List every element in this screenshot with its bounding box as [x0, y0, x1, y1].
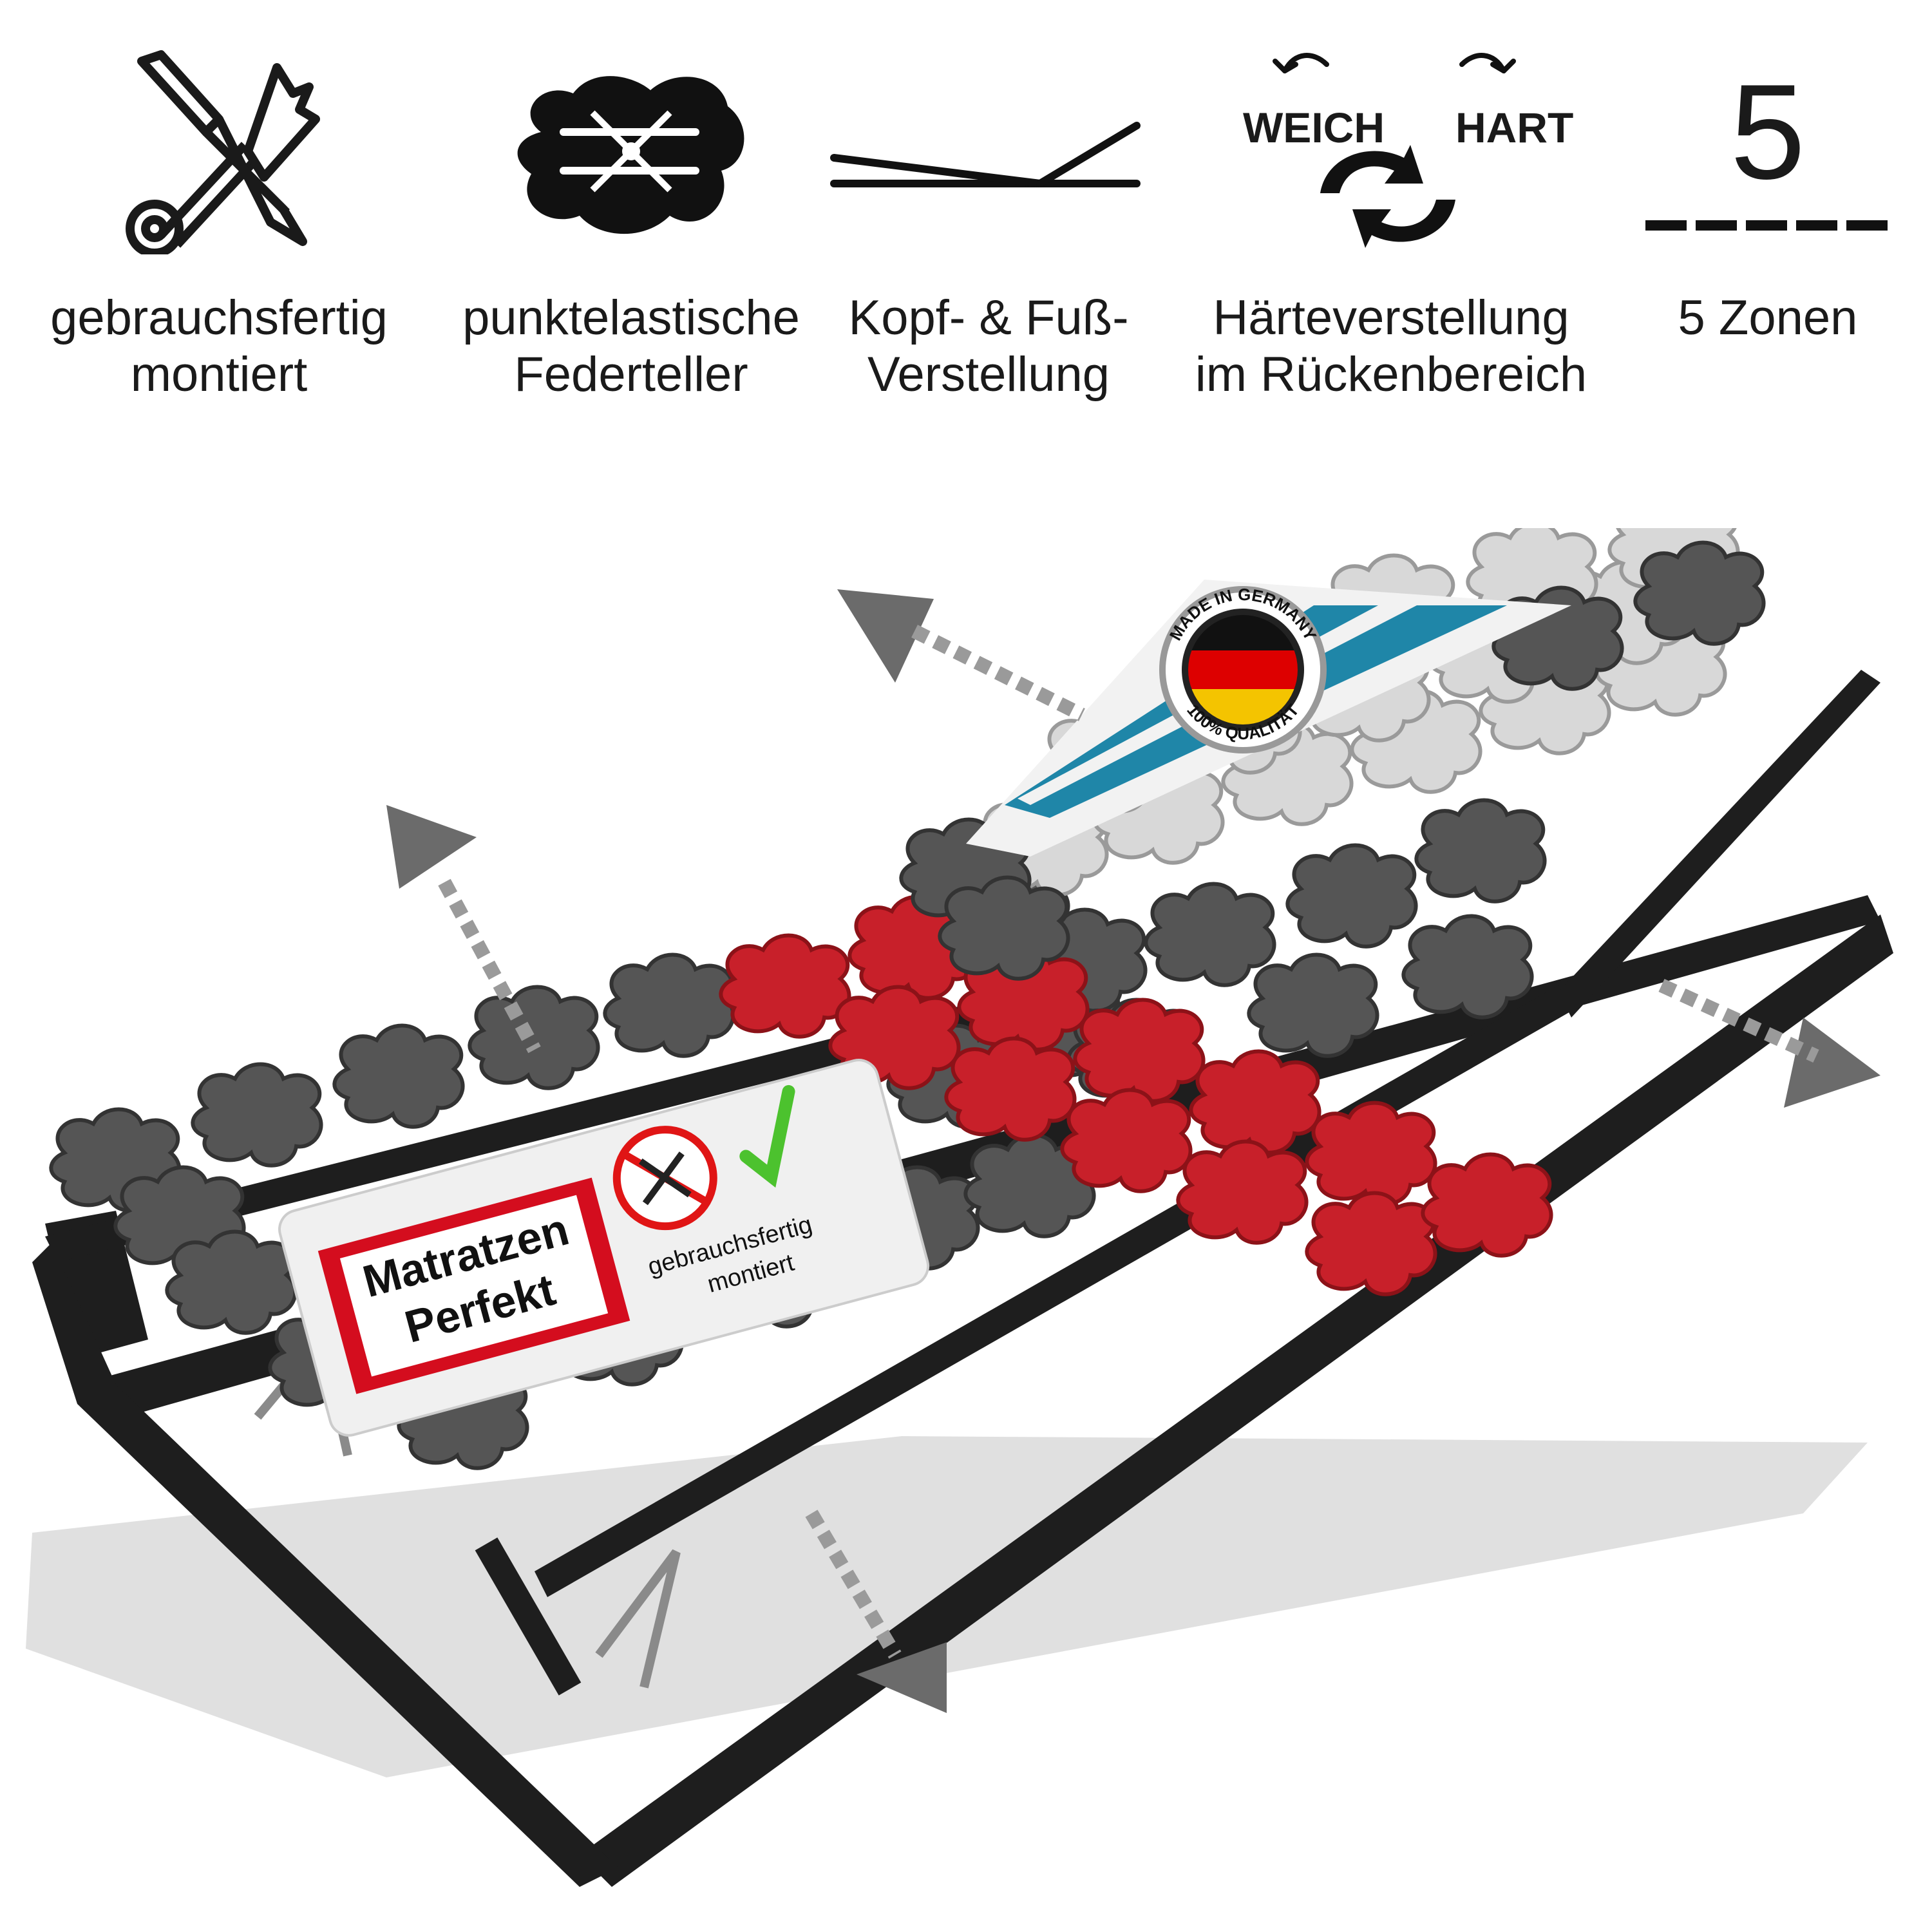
feature-label-line1: Kopf- & Fuß- [848, 290, 1129, 345]
feature-label: Kopf- & Fuß- Verstellung [818, 290, 1159, 403]
feature-label: punktelastische Federteller [425, 290, 837, 403]
feature-label-line1: gebrauchsfertig [50, 290, 388, 345]
spring-plate-icon [425, 45, 837, 258]
zones-number: 5 [1730, 56, 1806, 207]
feature-label-line1: Härteverstellung [1213, 290, 1569, 345]
arrow-down [805, 1510, 947, 1713]
arrow-up-left-head [837, 589, 1085, 721]
adjust-arrows [386, 589, 1880, 1713]
feature-spring-plates: punktelastische Federteller [425, 0, 837, 425]
zones-icon: 5 [1616, 45, 1919, 258]
product-illustration: MADE IN GERMANY 100% QUALITÄT Matratzen … [26, 528, 1893, 1887]
feature-label-line2: montiert [130, 347, 308, 402]
zones-dashes [1645, 220, 1888, 231]
feature-head-foot: Kopf- & Fuß- Verstellung [818, 0, 1159, 425]
head-foot-adjust-icon [818, 45, 1159, 258]
tools-icon [19, 45, 419, 258]
feature-label-line2: Verstellung [867, 347, 1110, 402]
feature-assembled: gebrauchsfertig montiert [19, 0, 419, 425]
feature-label-line2: Federteller [514, 347, 748, 402]
feature-label: Härteverstellung im Rückenbereich [1179, 290, 1604, 403]
arrow-up-left-foot [386, 805, 541, 1054]
feature-label-line1: 5 Zonen [1678, 290, 1858, 345]
feature-label: 5 Zonen [1616, 290, 1919, 346]
no-tools-icon [612, 1126, 717, 1231]
soft-label: WEICH [1243, 104, 1385, 151]
feature-zones: 5 5 Zonen [1616, 0, 1919, 425]
arrow-right [1658, 979, 1880, 1108]
made-in-germany-banner: MADE IN GERMANY 100% QUALITÄT [966, 580, 1571, 857]
checkmark-icon [739, 1084, 795, 1188]
feature-label: gebrauchsfertig montiert [19, 290, 419, 403]
brand-card: Matratzen Perfekt gebrauchsfertig montie… [278, 1059, 930, 1437]
feature-firmness: WEICH HART Härteverstellung im Rückenber… [1179, 0, 1604, 425]
feature-label-line1: punktelastische [462, 290, 800, 345]
firmness-switch-icon: WEICH HART [1179, 39, 1604, 258]
feature-label-line2: im Rückenbereich [1195, 347, 1587, 402]
hard-label: HART [1455, 104, 1574, 151]
